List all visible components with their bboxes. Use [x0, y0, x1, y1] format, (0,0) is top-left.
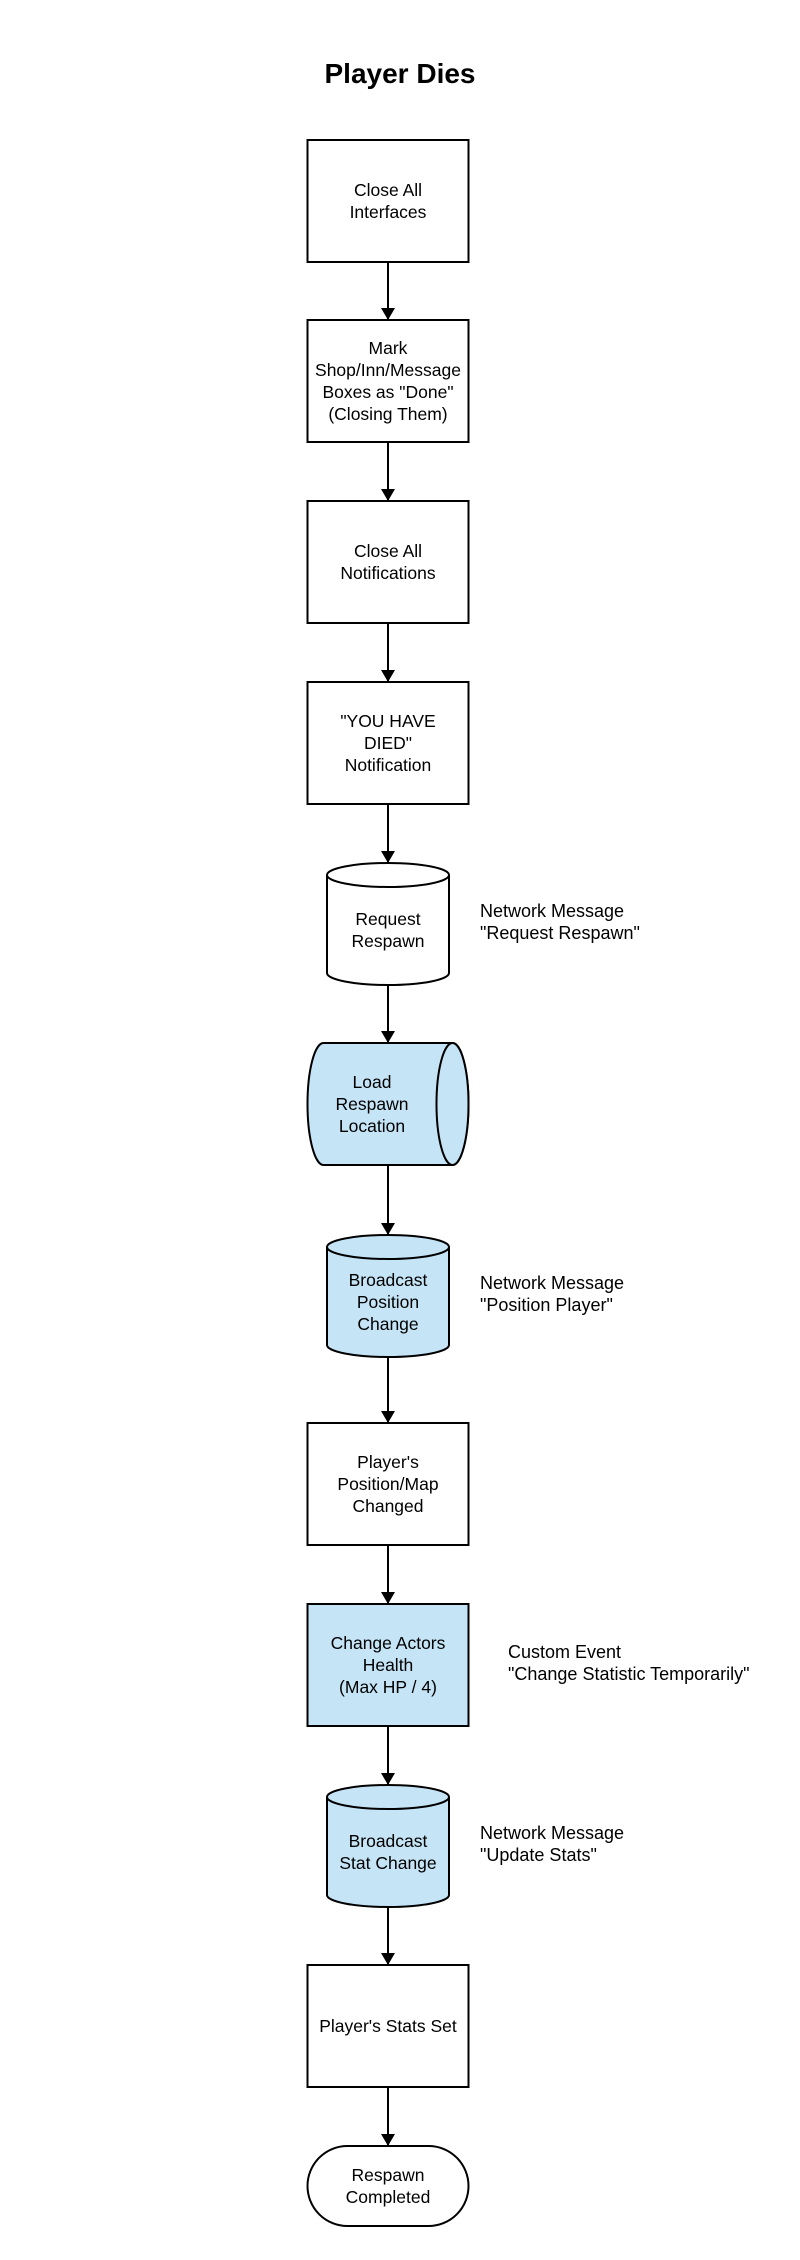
annotation-line: Network Message	[480, 1823, 625, 1843]
process-box	[306, 1422, 470, 1546]
node-position-map-changed	[306, 1422, 470, 1546]
node-change-actors-health	[306, 1603, 470, 1727]
node-label-line: Player's	[357, 1452, 419, 1472]
process-box	[306, 500, 470, 624]
node-broadcast-position-change	[326, 1234, 450, 1358]
node-label-line: Position/Map	[337, 1474, 439, 1494]
node-label-line: Close All	[353, 180, 423, 200]
node-label-line: Load	[352, 1072, 392, 1092]
diagram-title: Player Dies	[324, 58, 476, 89]
node-label-line: Boxes as "Done"	[322, 382, 454, 402]
node-label-line: Notifications	[340, 563, 436, 583]
node-respawn-completed	[306, 2145, 470, 2227]
node-label-line: DIED"	[363, 733, 413, 753]
annotation-line: Custom Event	[508, 1642, 622, 1662]
node-you-have-died	[306, 681, 470, 805]
annotation-broadcast-position-change: Network Message"Position Player"	[480, 1272, 624, 1316]
node-close-interfaces	[306, 139, 470, 263]
drum-face	[435, 1042, 470, 1166]
node-label-line: (Closing Them)	[328, 404, 448, 424]
cylinder-top	[326, 1234, 450, 1260]
node-label-line: Player's Stats Set	[319, 2016, 457, 2036]
node-label-line: Completed	[345, 2187, 431, 2207]
node-label-line: Shop/Inn/Message	[315, 360, 461, 380]
node-label-line: Close All	[353, 541, 423, 561]
node-label-line: Changed	[352, 1496, 424, 1516]
node-label-line: Notification	[344, 755, 432, 775]
node-label-line: Broadcast	[348, 1270, 428, 1290]
cylinder-top	[326, 1784, 450, 1810]
node-label-line: "YOU HAVE	[340, 711, 436, 731]
node-load-respawn-location	[306, 1042, 470, 1166]
node-label-line: Mark	[368, 338, 408, 358]
terminal-shape	[306, 2145, 470, 2227]
process-box	[306, 139, 470, 263]
cylinder-body	[326, 1247, 450, 1358]
flow-nodes	[306, 139, 470, 2227]
cylinder-top	[326, 862, 450, 888]
node-label-line: Stat Change	[339, 1853, 437, 1873]
node-label-line: Respawn	[335, 1094, 409, 1114]
node-label-line: Change Actors	[330, 1633, 446, 1653]
process-box	[306, 1964, 470, 2088]
process-box	[306, 319, 470, 443]
annotation-broadcast-stat-change: Network Message"Update Stats"	[480, 1822, 624, 1866]
cylinder-body	[326, 1797, 450, 1908]
annotation-line: "Change Statistic Temporarily"	[508, 1664, 750, 1684]
node-label-line: Broadcast	[348, 1831, 428, 1851]
node-label-line: Interfaces	[349, 202, 427, 222]
annotation-line: Network Message	[480, 1273, 625, 1293]
node-label-line: Position	[356, 1292, 420, 1312]
node-label-stats-set: Player's Stats Set	[308, 1965, 469, 2087]
cylinder-body	[326, 875, 450, 986]
node-label-line: Respawn	[351, 931, 425, 951]
node-mark-boxes-done	[306, 319, 470, 443]
node-broadcast-stat-change	[326, 1784, 450, 1908]
node-label-line: (Max HP / 4)	[339, 1677, 437, 1697]
node-label-line: Location	[338, 1116, 406, 1136]
annotation-line: "Position Player"	[480, 1295, 613, 1315]
node-label-line: Health	[362, 1655, 414, 1675]
annotation-line: "Request Respawn"	[480, 923, 640, 943]
annotation-line: Network Message	[480, 901, 625, 921]
annotation-request-respawn: Network Message"Request Respawn"	[480, 900, 640, 944]
annotation-line: "Update Stats"	[480, 1845, 597, 1865]
node-close-notifications	[306, 500, 470, 624]
process-box	[306, 681, 470, 805]
node-label-line: Request	[355, 909, 421, 929]
node-label-line: Change	[357, 1314, 419, 1334]
node-request-respawn	[326, 862, 450, 986]
annotation-change-actors-health: Custom Event"Change Statistic Temporaril…	[508, 1641, 750, 1685]
node-stats-set	[306, 1964, 470, 2088]
process-box	[306, 1603, 470, 1727]
node-label-line: Respawn	[351, 2165, 425, 2185]
